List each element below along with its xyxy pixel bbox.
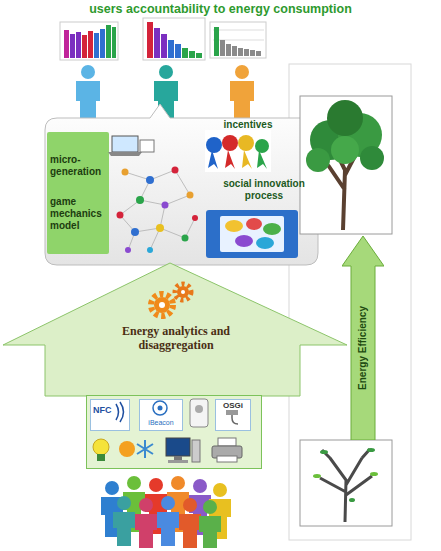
printer-icon bbox=[212, 438, 242, 462]
computer-icon bbox=[166, 438, 200, 463]
bar-chart bbox=[143, 18, 205, 60]
crowd bbox=[101, 476, 231, 548]
osgi-plug bbox=[226, 410, 238, 424]
nfc-waves bbox=[116, 402, 124, 422]
ribbons-picture bbox=[205, 130, 271, 172]
picture-label: incentives bbox=[216, 119, 280, 131]
bare-tree bbox=[300, 440, 392, 526]
green-band: micro-generation game mechanics model bbox=[47, 132, 109, 254]
efficiency-arrow: Energy Efficiency bbox=[342, 236, 384, 440]
node-text: Energy analytics and disaggregation bbox=[92, 324, 260, 353]
gears-icon bbox=[151, 284, 191, 316]
laptop-icon bbox=[108, 136, 154, 156]
node-text: Energy Efficiency bbox=[357, 306, 369, 390]
title: users accountability to energy consumpti… bbox=[0, 2, 441, 16]
side-frame bbox=[289, 64, 411, 540]
dimmer-icon bbox=[190, 399, 208, 427]
upward-arrow: Energy analytics and disaggregation bbox=[0, 262, 352, 397]
climate-icon bbox=[119, 440, 153, 458]
bulb-icon bbox=[93, 439, 109, 461]
user-figure bbox=[230, 65, 254, 119]
device-box: NFC iBeacon OSGi bbox=[86, 395, 262, 469]
icon-tile bbox=[139, 399, 183, 431]
network-graph bbox=[117, 167, 199, 254]
upward-arrow-outline bbox=[3, 263, 347, 396]
picture-label: social innovation process bbox=[222, 178, 306, 202]
efficiency-arrow-outline bbox=[342, 236, 384, 440]
bar-chart bbox=[210, 22, 266, 58]
bar-chart bbox=[60, 22, 118, 60]
node-text: OSGi bbox=[216, 401, 250, 411]
social-picture bbox=[206, 210, 298, 258]
node-text: iBeacon bbox=[142, 419, 180, 427]
node-text: NFC bbox=[93, 405, 117, 416]
node-text: game mechanics model bbox=[50, 196, 106, 232]
node-text: micro-generation bbox=[50, 154, 106, 178]
speech-panel bbox=[45, 104, 318, 265]
leafy-tree bbox=[300, 96, 392, 234]
user-figure bbox=[76, 65, 100, 119]
ibeacon-icon bbox=[153, 401, 167, 415]
